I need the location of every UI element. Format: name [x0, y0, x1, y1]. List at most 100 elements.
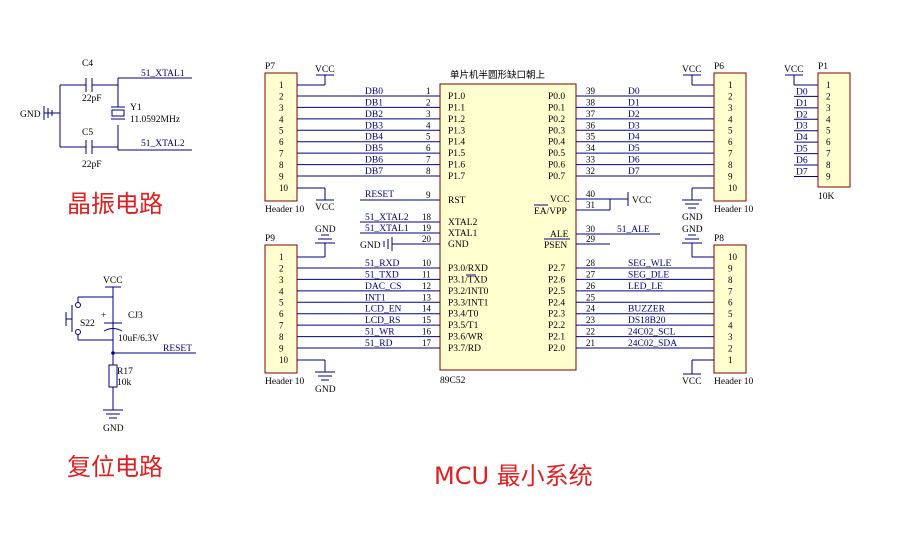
pin-name: P1.1 [448, 103, 465, 113]
header-pin-number: 10 [728, 252, 738, 262]
reset-circuit: VCC S22 + CJ3 10uF/6.3V RESET R17 10k [65, 276, 196, 434]
header-pin-number: 7 [826, 149, 831, 159]
title-reset-circuit: 复位电路 [67, 453, 163, 481]
pin-number: 20 [422, 234, 432, 244]
pin-number: 15 [422, 315, 432, 325]
net-label: DB1 [365, 98, 383, 108]
net-label: D5 [628, 144, 640, 154]
header-pin-number: 4 [279, 286, 284, 296]
header-pin-number: 9 [279, 343, 284, 353]
pin-name: P1.5 [448, 149, 465, 159]
net-label: D7 [796, 167, 808, 177]
pin-name: P0.1 [548, 103, 565, 113]
pin-number: 22 [586, 327, 595, 337]
pin-number: 2 [426, 97, 431, 107]
header-pin-number: 3 [279, 275, 284, 285]
pin-name: P2.1 [548, 333, 565, 343]
pin-name: P1.4 [448, 138, 465, 148]
net-label: DB6 [365, 156, 383, 166]
net-label: D2 [628, 110, 640, 120]
header-pin-number: 7 [728, 286, 733, 296]
res-ref: R17 [117, 367, 133, 377]
header-pin-number: 6 [826, 137, 831, 147]
pin-number: 17 [422, 338, 432, 348]
pin-number: 4 [426, 120, 431, 130]
pin-name: P2.5 [548, 287, 565, 297]
pin-name: P1.7 [448, 172, 465, 182]
net-label: RESET [365, 190, 394, 200]
net-label: D3 [796, 122, 808, 132]
c4-ref: C4 [82, 59, 93, 69]
crystal-gnd-label: GND [20, 110, 41, 120]
header-ref: P8 [714, 234, 724, 244]
header-pin-number: 3 [826, 103, 831, 113]
net-label: 51_RXD [365, 259, 399, 269]
pin-number: 37 [586, 109, 596, 119]
header-pin-number: 5 [826, 126, 831, 136]
pin-name: XTAL1 [448, 229, 478, 239]
pin-name: P0.5 [548, 149, 565, 159]
pin-number: 23 [586, 315, 596, 325]
net-label: 24C02_SCL [628, 328, 676, 338]
header-pin-number: 7 [279, 149, 284, 159]
net-label: DB7 [365, 167, 383, 177]
net-label: 51_RD [365, 339, 393, 349]
pin-name: PSEN [544, 241, 567, 251]
net-51-xtal1: 51_XTAL1 [141, 69, 185, 79]
pin-name: P2.7 [548, 264, 565, 274]
net-label: D5 [796, 145, 808, 155]
net-label: INT1 [365, 293, 386, 303]
header-ref: P6 [714, 62, 724, 72]
vcc-label: VCC [682, 65, 702, 75]
header-pin-number: 10 [279, 183, 289, 193]
pin-name: P2.2 [548, 321, 565, 331]
net-label: D2 [796, 110, 808, 120]
header-label: Header 10 [265, 205, 305, 215]
pin-name: GND [448, 240, 469, 250]
pin-name: EA/VPP [534, 207, 567, 217]
net-51-xtal2: 51_XTAL2 [141, 139, 185, 149]
pin-name: P0.7 [548, 172, 565, 182]
header-label: 10K [818, 192, 835, 202]
pin-name: P2.3 [548, 310, 565, 320]
pin-number: 32 [586, 166, 595, 176]
pin-name: P3.0/RXD [448, 264, 488, 274]
cap-value: 10uF/6.3V [118, 334, 159, 344]
net-label: SEG_DLE [628, 270, 669, 280]
header-pin-number: 1 [728, 355, 733, 365]
pin-number: 12 [422, 281, 431, 291]
header-pin-number: 1 [728, 80, 733, 90]
reset-gnd-label: GND [103, 424, 124, 434]
gnd-label: GND [315, 385, 336, 395]
header-pin-number: 9 [728, 171, 733, 181]
net-label: SEG_WLE [628, 259, 671, 269]
pin-name: P0.2 [548, 115, 565, 125]
header-body [713, 244, 747, 374]
header-pin-number: 2 [728, 91, 733, 101]
pin-name: P0.6 [548, 161, 565, 171]
pin-name: P2.6 [548, 275, 565, 285]
pin-name: P2.0 [548, 344, 565, 354]
switch-ref: S22 [80, 319, 95, 329]
pin-name: P3.3/INT1 [448, 298, 489, 308]
c5-ref: C5 [82, 128, 93, 138]
mcu-pins: 1P1.0DB02P1.1DB13P1.2DB24P1.3DB35P1.4DB4… [297, 86, 714, 354]
header-pin-number: 4 [826, 114, 831, 124]
pin-name: P0.3 [548, 126, 565, 136]
net-reset-left: RESET [163, 344, 192, 354]
header-pin-number: 1 [826, 80, 831, 90]
header-body [817, 72, 851, 188]
header-pin-number: 2 [728, 343, 733, 353]
header-pin-number: 6 [728, 298, 733, 308]
net-label: DS18B20 [628, 316, 666, 326]
net-label: D7 [628, 167, 640, 177]
pin-name: P2.4 [548, 298, 565, 308]
pin-number: 25 [586, 292, 596, 302]
mcu-title: 单片机半圆形缺口朝上 [450, 69, 546, 81]
header-pin-number: 4 [728, 321, 733, 331]
pin-name: P3.2/INT0 [448, 287, 489, 297]
header-pin-number: 8 [728, 160, 733, 170]
